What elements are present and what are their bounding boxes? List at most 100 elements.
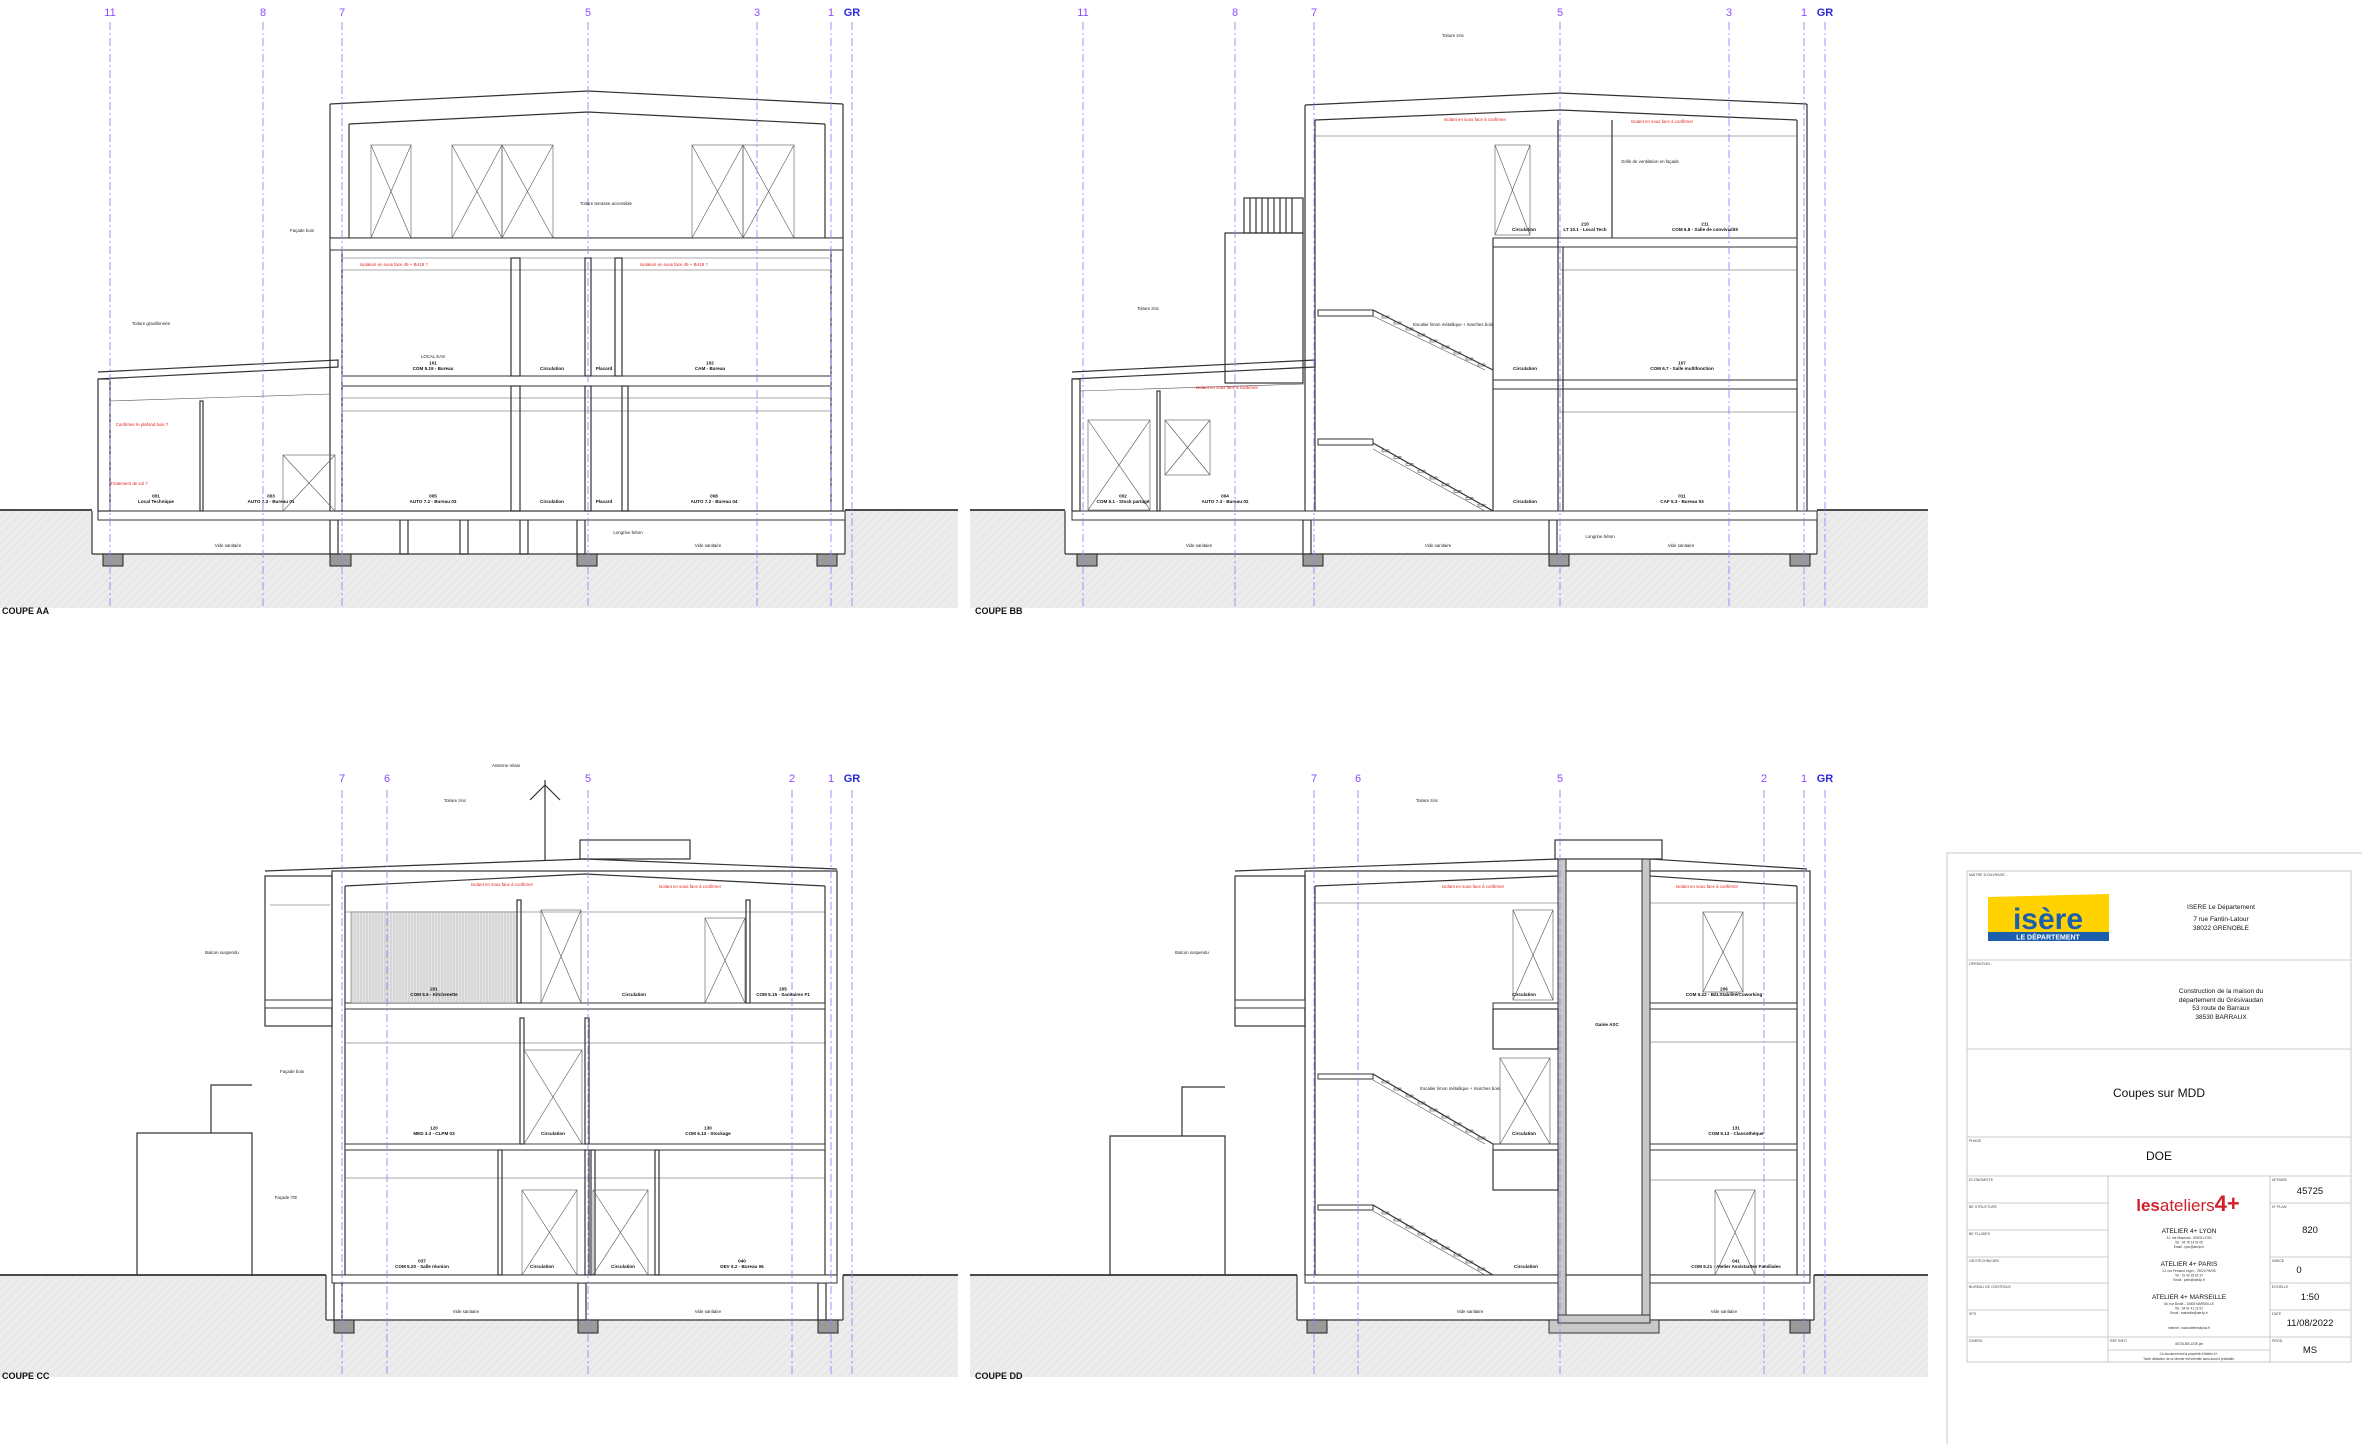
stair-tread bbox=[1465, 497, 1474, 500]
stair-tread bbox=[1405, 1225, 1414, 1229]
stair-tread bbox=[1429, 1239, 1438, 1243]
annotation-warning: Isolant en sous face à confirmer bbox=[1196, 385, 1259, 390]
drawing-title: Coupes sur MDD bbox=[2113, 1086, 2205, 1100]
room-name: LT 10.1 - Local Tech bbox=[1563, 227, 1606, 232]
office-address: 84, rue Borde - 13008 MARSEILLE bbox=[2164, 1302, 2214, 1306]
wall bbox=[584, 1017, 590, 1145]
footing bbox=[1548, 553, 1570, 567]
grid-axis-label: 8 bbox=[260, 7, 266, 19]
stair-tread bbox=[1465, 1129, 1474, 1133]
room-name: Circulation bbox=[541, 1131, 565, 1136]
floor-slab bbox=[1492, 237, 1798, 248]
phase-value: DOE bbox=[2146, 1149, 2172, 1163]
room-name: Gaine ASC bbox=[1595, 1022, 1619, 1027]
annotation-warning: Isolant en sous face à confirmer bbox=[1676, 884, 1739, 889]
stair-tread bbox=[1405, 327, 1414, 331]
wall bbox=[654, 1149, 660, 1276]
stair-tread bbox=[1465, 357, 1474, 361]
roof-outline bbox=[1314, 109, 1798, 121]
annotation-label: Vide sanitaire bbox=[1186, 543, 1213, 548]
annotation-label: Balcon suspendu bbox=[1175, 950, 1209, 955]
label-economiste: ECONOMISTE bbox=[1969, 1178, 1994, 1182]
footing bbox=[333, 1319, 355, 1334]
window bbox=[1702, 911, 1744, 993]
window bbox=[370, 144, 412, 239]
stair-tread bbox=[1453, 1253, 1462, 1257]
label-ref-info: REF INFO bbox=[2110, 1339, 2127, 1343]
floor-slab bbox=[344, 1143, 826, 1151]
floor-slab bbox=[1317, 309, 1374, 317]
structure-line bbox=[529, 784, 546, 801]
wall bbox=[497, 1149, 503, 1276]
elevator-shaft-wall bbox=[1557, 858, 1567, 1324]
date-value: 11/08/2022 bbox=[2287, 1318, 2334, 1329]
floor-slab bbox=[1317, 1204, 1374, 1211]
room-number: 004 bbox=[1221, 494, 1229, 499]
website: Internet : www.ateliers4plus.fr bbox=[2168, 1326, 2211, 1330]
room-name: Placard bbox=[596, 499, 613, 504]
window-swing-line bbox=[1164, 419, 1211, 476]
roof-outline bbox=[1649, 875, 1798, 887]
annotation-label: Toiture zinc bbox=[1137, 306, 1160, 311]
window-swing-line bbox=[521, 1189, 578, 1276]
wall-cladding-hatch bbox=[350, 911, 518, 1004]
wall bbox=[199, 400, 204, 512]
room-name: Circulation bbox=[1513, 366, 1537, 371]
grid-axis-label: GR bbox=[1817, 773, 1834, 785]
annotation-label: Façade ITE bbox=[275, 1195, 298, 1200]
room-name: Circulation bbox=[1513, 499, 1537, 504]
stair-tread bbox=[1453, 490, 1462, 493]
annotation-label: Vide sanitaire bbox=[1711, 1309, 1738, 1314]
grid-axis-label: 7 bbox=[1311, 7, 1317, 19]
stair-tread bbox=[1381, 449, 1390, 453]
stair-stringer bbox=[1372, 315, 1486, 371]
room-name: COM 5.22 - Bât.Stabilité/Coworking bbox=[1686, 992, 1763, 997]
stair-tread bbox=[1393, 1087, 1402, 1091]
annotation-warning: Confirmer le plafond bois ? bbox=[116, 422, 169, 427]
footing bbox=[816, 553, 838, 567]
annotation-warning: Isolant en sous face à confirmer bbox=[659, 884, 722, 889]
office-email: Email : paris@ate4p.fr bbox=[2173, 1278, 2206, 1282]
wall bbox=[510, 257, 521, 377]
neighbour-building bbox=[136, 1132, 253, 1275]
annotation-warning: Isolant en sous face à confirmer bbox=[1631, 119, 1694, 124]
ateliers4-logo: lesateliers4+ bbox=[2136, 1191, 2240, 1216]
annotation-label: Toiture zinc bbox=[1442, 33, 1465, 38]
stair-tread bbox=[1381, 315, 1390, 319]
grid-axis-label: GR bbox=[844, 773, 861, 785]
annotation-label: LOCAL EAS bbox=[421, 354, 445, 359]
floor-slab bbox=[1492, 379, 1798, 390]
footing bbox=[1789, 553, 1811, 567]
annotation-label: Vide sanitaire bbox=[1425, 543, 1452, 548]
grid-axis-label: 5 bbox=[585, 7, 591, 19]
office-email: Email : lyon@ate4p.fr bbox=[2174, 1245, 2205, 1249]
office-name: ATELIER 4+ MARSEILLE bbox=[2152, 1294, 2227, 1301]
label-sps: SPS bbox=[1969, 1312, 1977, 1316]
roof-outline bbox=[1314, 875, 1559, 887]
office-phone: Tel : 04 91 41 22 57 bbox=[2175, 1307, 2203, 1311]
floor-slab bbox=[1234, 999, 1306, 1009]
room-name: Placard bbox=[596, 366, 613, 371]
room-name: AUTO 7.2 - Bureau 03 bbox=[410, 499, 457, 504]
annotation-label: Longrine béton bbox=[1585, 534, 1615, 539]
window-swing-line bbox=[1494, 144, 1531, 236]
office-phone: Tel : 04 78 14 02 00 bbox=[2175, 1241, 2203, 1245]
grid-axis-label: 7 bbox=[339, 7, 345, 19]
stair-tread bbox=[1429, 1108, 1438, 1112]
wall bbox=[1156, 390, 1161, 512]
roof-slab bbox=[97, 359, 339, 380]
label-affaire: AFFAIRE bbox=[2272, 1178, 2288, 1182]
room-name: Circulation bbox=[540, 366, 564, 371]
stair-tread bbox=[1441, 1115, 1450, 1119]
stair-tread bbox=[1393, 456, 1402, 459]
office-paris: ATELIER 4+ PARIS 13, rue Fernand Léger -… bbox=[2161, 1261, 2218, 1282]
annotation-warning: Isolant en sous face à confirmer bbox=[1444, 117, 1507, 122]
room-name: COM 5.21 - Atelier Assistantes Familiale… bbox=[1691, 1264, 1781, 1269]
stair-tread bbox=[1477, 363, 1486, 367]
grid-axis-label: 6 bbox=[1355, 773, 1361, 785]
annotation-label: Antenne relais bbox=[492, 763, 521, 768]
footing bbox=[576, 553, 598, 567]
stair-tread bbox=[1405, 463, 1414, 466]
window-swing-line bbox=[370, 144, 412, 239]
disclaimer: Ce document est la propriété d'Atelier 4… bbox=[2160, 1352, 2219, 1356]
